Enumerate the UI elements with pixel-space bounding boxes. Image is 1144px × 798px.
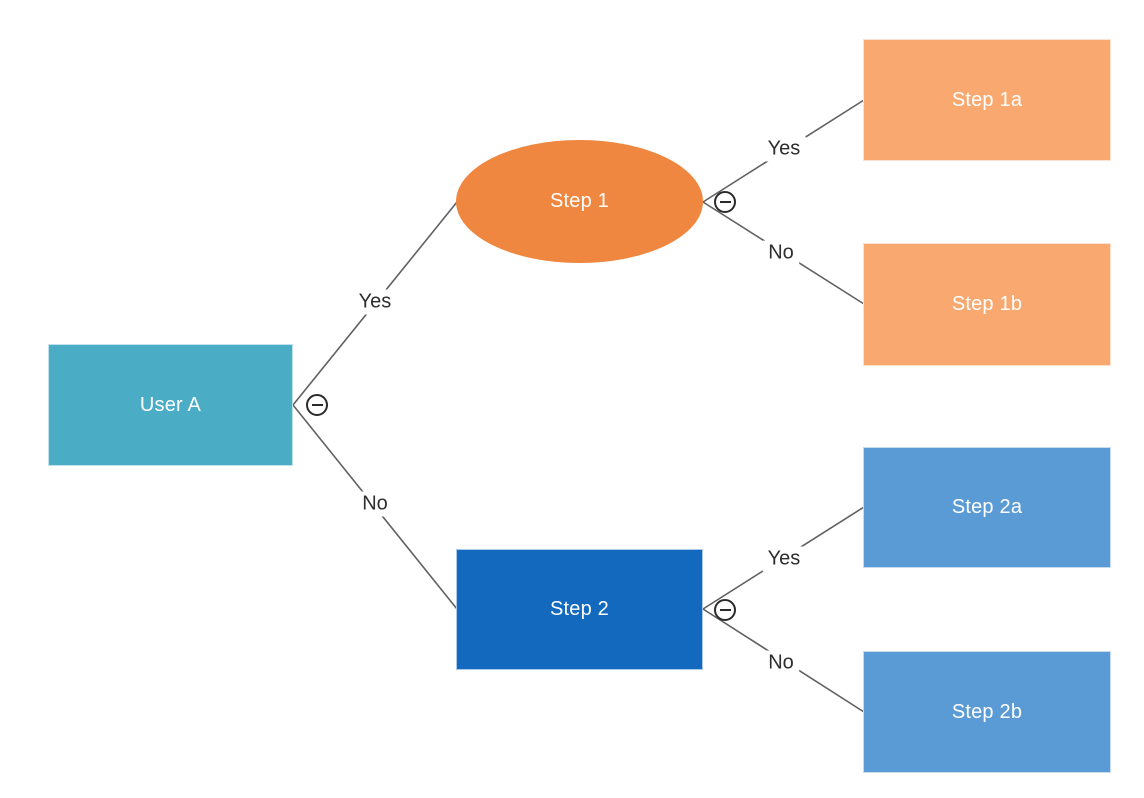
collapse-button-step-2[interactable] (714, 599, 736, 621)
node-step-2b[interactable]: Step 2b (863, 651, 1111, 773)
edge-label-root-step1-yes: Yes (353, 289, 397, 315)
edge-label-step2-step2a-yes: Yes (762, 546, 806, 572)
node-label: Step 1a (951, 88, 1023, 111)
node-label: Step 1 (549, 190, 610, 212)
node-label: User A (139, 393, 202, 416)
edge-label-step1-step1b-no: No (763, 240, 799, 266)
edge-label-step2-step2b-no: No (763, 650, 799, 676)
node-label: Step 2a (951, 496, 1023, 518)
edge-label-root-step2-no: No (357, 491, 393, 517)
node-step-1b[interactable]: Step 1b (863, 243, 1111, 366)
edge-label-step1-step1a-yes: Yes (762, 136, 806, 162)
node-step-1[interactable]: Step 1 (456, 140, 703, 263)
node-user-a[interactable]: User A (48, 344, 293, 466)
node-label: Step 2 (549, 598, 610, 620)
node-step-2a[interactable]: Step 2a (863, 447, 1111, 568)
minus-icon (719, 609, 731, 611)
node-label: Step 1b (951, 293, 1023, 315)
minus-icon (311, 404, 323, 406)
collapse-button-user-a[interactable] (306, 394, 328, 416)
node-step-1a[interactable]: Step 1a (863, 39, 1111, 161)
node-step-2[interactable]: Step 2 (456, 549, 703, 670)
node-label: Step 2b (951, 700, 1023, 723)
collapse-button-step-1[interactable] (714, 191, 736, 213)
minus-icon (719, 201, 731, 203)
